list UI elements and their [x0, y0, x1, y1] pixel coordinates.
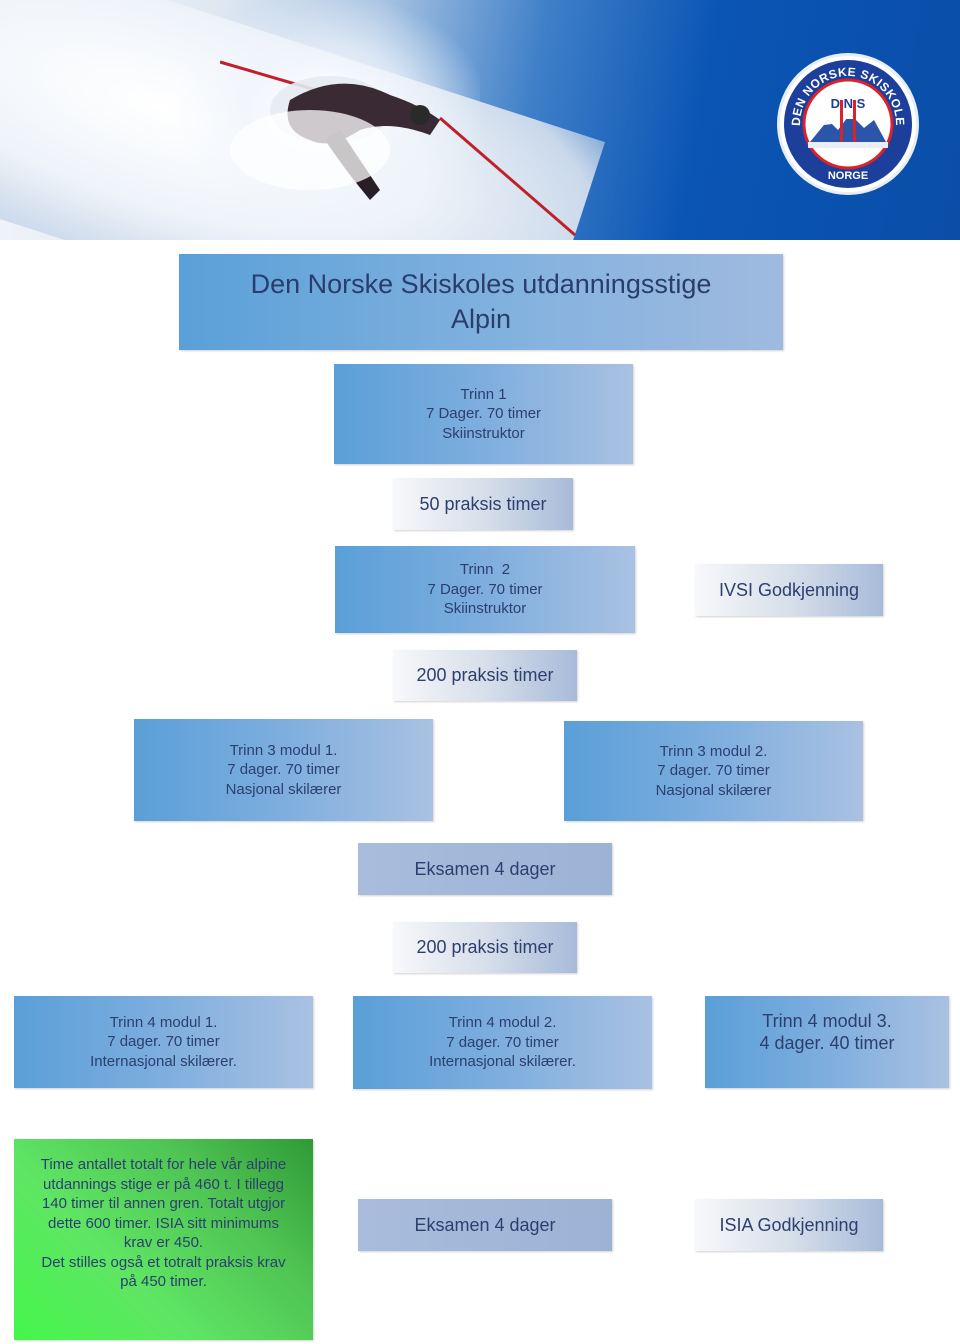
trinn-2-line-2: 7 Dager. 70 timer: [427, 580, 543, 598]
trinn-4-2-line-1: Trinn 4 modul 2.: [448, 1014, 557, 1032]
title-line-2: Alpin: [450, 304, 512, 334]
trinn-2-line-3: Skiinstruktor: [443, 600, 527, 618]
dns-logo: DEN NORSKE SKISKOLE D N S NORGE: [780, 56, 916, 192]
praksis-box-200-a: 200 praksis timer: [393, 650, 577, 701]
skier-illustration: [220, 60, 576, 237]
praksis-200-b-label: 200 praksis timer: [416, 937, 554, 957]
svg-text:NORGE: NORGE: [828, 170, 868, 182]
isia-approval-box: ISIA Godkjenning: [695, 1199, 883, 1251]
praksis-box-200-b: 200 praksis timer: [393, 922, 577, 973]
trinn-3-1-line-1: Trinn 3 modul 1.: [229, 741, 338, 759]
praksis-50-label: 50 praksis timer: [419, 493, 547, 514]
summary-line-3: 140 timer til annen gren. Totalt utgjor: [41, 1195, 286, 1212]
praksis-200-a-label: 200 praksis timer: [416, 665, 554, 685]
svg-text:D N S: D N S: [831, 96, 866, 111]
trinn-4-3-line-2: 4 dager. 40 timer: [759, 1033, 895, 1053]
trinn-4-modul-2-box: Trinn 4 modul 2. 7 dager. 70 timer Inter…: [353, 996, 652, 1089]
trinn-3-1-line-3: Nasjonal skilærer: [225, 780, 342, 798]
trinn-3-1-line-2: 7 dager. 70 timer: [227, 761, 340, 779]
summary-line-6: Det stilles også et totralt praksis krav: [41, 1253, 286, 1271]
trinn-4-modul-1-box: Trinn 4 modul 1. 7 dager. 70 timer Inter…: [14, 996, 313, 1088]
header-banner: DEN NORSKE SKISKOLE D N S NORGE: [0, 0, 960, 240]
ivsi-label: IVSI Godkjenning: [718, 579, 860, 600]
exam-1-label: Eksamen 4 dager: [414, 858, 556, 879]
trinn-3-modul-2-box: Trinn 3 modul 2. 7 dager. 70 timer Nasjo…: [564, 721, 863, 821]
trinn-4-modul-3-box: Trinn 4 modul 3. 4 dager. 40 timer: [705, 996, 949, 1088]
summary-line-5: krav er 450.: [123, 1234, 204, 1251]
summary-line-1: Time antallet totalt for hele vår alpine: [40, 1156, 287, 1173]
trinn-4-1-line-3: Internasjonal skilærer.: [90, 1052, 237, 1070]
trinn-3-2-line-2: 7 dager. 70 timer: [657, 762, 770, 780]
trinn-3-2-line-1: Trinn 3 modul 2.: [659, 742, 768, 760]
ivsi-approval-box: IVSI Godkjenning: [695, 564, 883, 616]
praksis-box-50: 50 praksis timer: [393, 478, 573, 530]
exam-2-label: Eksamen 4 dager: [414, 1214, 556, 1235]
summary-line-4: dette 600 timer. ISIA sitt minimums: [48, 1214, 279, 1232]
title-line-1: Den Norske Skiskoles utdanningsstige: [250, 269, 712, 299]
trinn-1-box: Trinn 1 7 Dager. 70 timer Skiinstruktor: [334, 364, 633, 464]
page-title: Den Norske Skiskoles utdanningsstige Alp…: [179, 254, 783, 350]
trinn-4-1-line-2: 7 dager. 70 timer: [107, 1033, 220, 1051]
trinn-4-3-line-1: Trinn 4 modul 3.: [762, 1011, 892, 1031]
trinn-2-line-1: Trinn 2: [459, 561, 511, 579]
logo-graphic: [784, 60, 912, 188]
trinn-4-2-line-2: 7 dager. 70 timer: [446, 1033, 559, 1051]
trinn-1-line-2: 7 Dager. 70 timer: [425, 405, 542, 423]
trinn-1-line-1: Trinn 1: [460, 385, 507, 403]
trinn-3-2-line-3: Nasjonal skilærer: [655, 781, 772, 799]
summary-box: Time antallet totalt for hele vår alpine…: [14, 1139, 313, 1340]
exam-box-1: Eksamen 4 dager: [358, 843, 612, 895]
logo-text: DEN NORSKE SKISKOLE D N S NORGE: [789, 65, 907, 182]
isia-label: ISIA Godkjenning: [719, 1214, 859, 1235]
summary-line-7: på 450 timer.: [120, 1273, 207, 1290]
trinn-3-modul-1-box: Trinn 3 modul 1. 7 dager. 70 timer Nasjo…: [134, 719, 433, 821]
trinn-2-box: Trinn 2 7 Dager. 70 timer Skiinstruktor: [335, 546, 635, 633]
exam-box-2: Eksamen 4 dager: [358, 1199, 612, 1251]
trinn-4-1-line-1: Trinn 4 modul 1.: [109, 1013, 218, 1031]
trinn-4-2-line-3: Internasjonal skilærer.: [429, 1053, 576, 1071]
trinn-1-line-3: Skiinstruktor: [442, 424, 525, 442]
summary-line-2: utdannings stige er på 460 t. I tillegg: [43, 1175, 284, 1193]
